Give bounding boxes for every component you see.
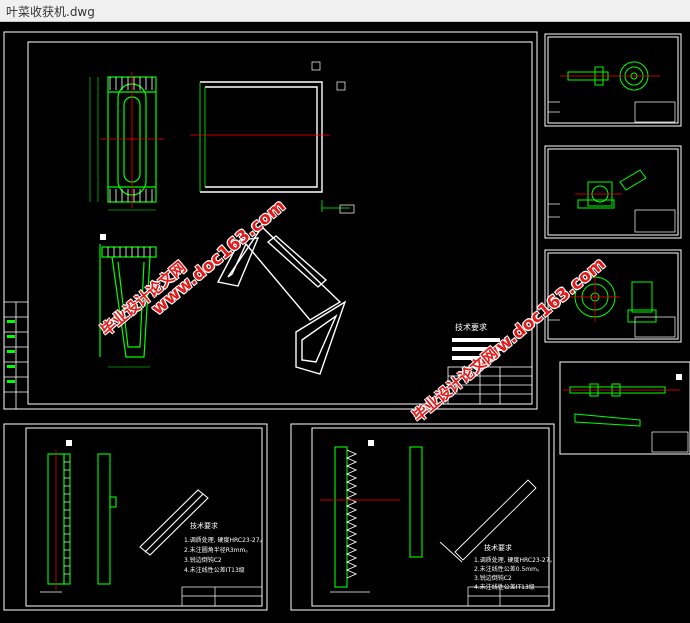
sheet-mid-right [544, 145, 682, 239]
svg-text:2.未注线性公差0.5mm。: 2.未注线性公差0.5mm。 [474, 565, 543, 573]
svg-text:2.未注圆角半径R3mm。: 2.未注圆角半径R3mm。 [184, 546, 251, 554]
svg-text:技术要求: 技术要求 [484, 543, 512, 552]
sheet-lower-right [544, 249, 682, 343]
tech-notes-main: 技术要求 [452, 322, 504, 360]
svg-text:1.调质处理, 硬度HRC23-27。: 1.调质处理, 硬度HRC23-27。 [474, 556, 556, 564]
drawing-canvas[interactable]: 技术要求 [0, 22, 690, 623]
svg-text:4.未注线性公差IT13级: 4.未注线性公差IT13级 [184, 566, 245, 574]
cad-drawing: 技术要求 [3, 31, 690, 611]
title-bar: 叶菜收获机.dwg [0, 0, 690, 22]
tech-notes-left: 技术要求 1.调质处理, 硬度HRC23-27。 2.未注圆角半径R3mm。 3… [184, 521, 266, 574]
svg-text:技术要求: 技术要求 [455, 322, 487, 332]
sheet-bottom-left [3, 423, 268, 611]
svg-text:3.锐边倒钝C2: 3.锐边倒钝C2 [184, 556, 222, 564]
sheet-main-frame [27, 41, 533, 405]
sheet-main-border [3, 31, 538, 410]
tech-notes-mid: 技术要求 1.调质处理, 硬度HRC23-27。 2.未注线性公差0.5mm。 … [474, 543, 556, 591]
sheet-bottom-mid [290, 423, 555, 611]
window-title: 叶菜收获机.dwg [6, 5, 95, 19]
svg-text:技术要求: 技术要求 [190, 521, 218, 530]
svg-text:3.锐边倒钝C2: 3.锐边倒钝C2 [474, 574, 512, 582]
sheet-bottom-right [559, 361, 690, 455]
svg-text:1.调质处理, 硬度HRC23-27。: 1.调质处理, 硬度HRC23-27。 [184, 536, 266, 544]
svg-text:4.未注线性公差IT13级: 4.未注线性公差IT13级 [474, 583, 535, 591]
sheet-top-right [544, 33, 682, 127]
